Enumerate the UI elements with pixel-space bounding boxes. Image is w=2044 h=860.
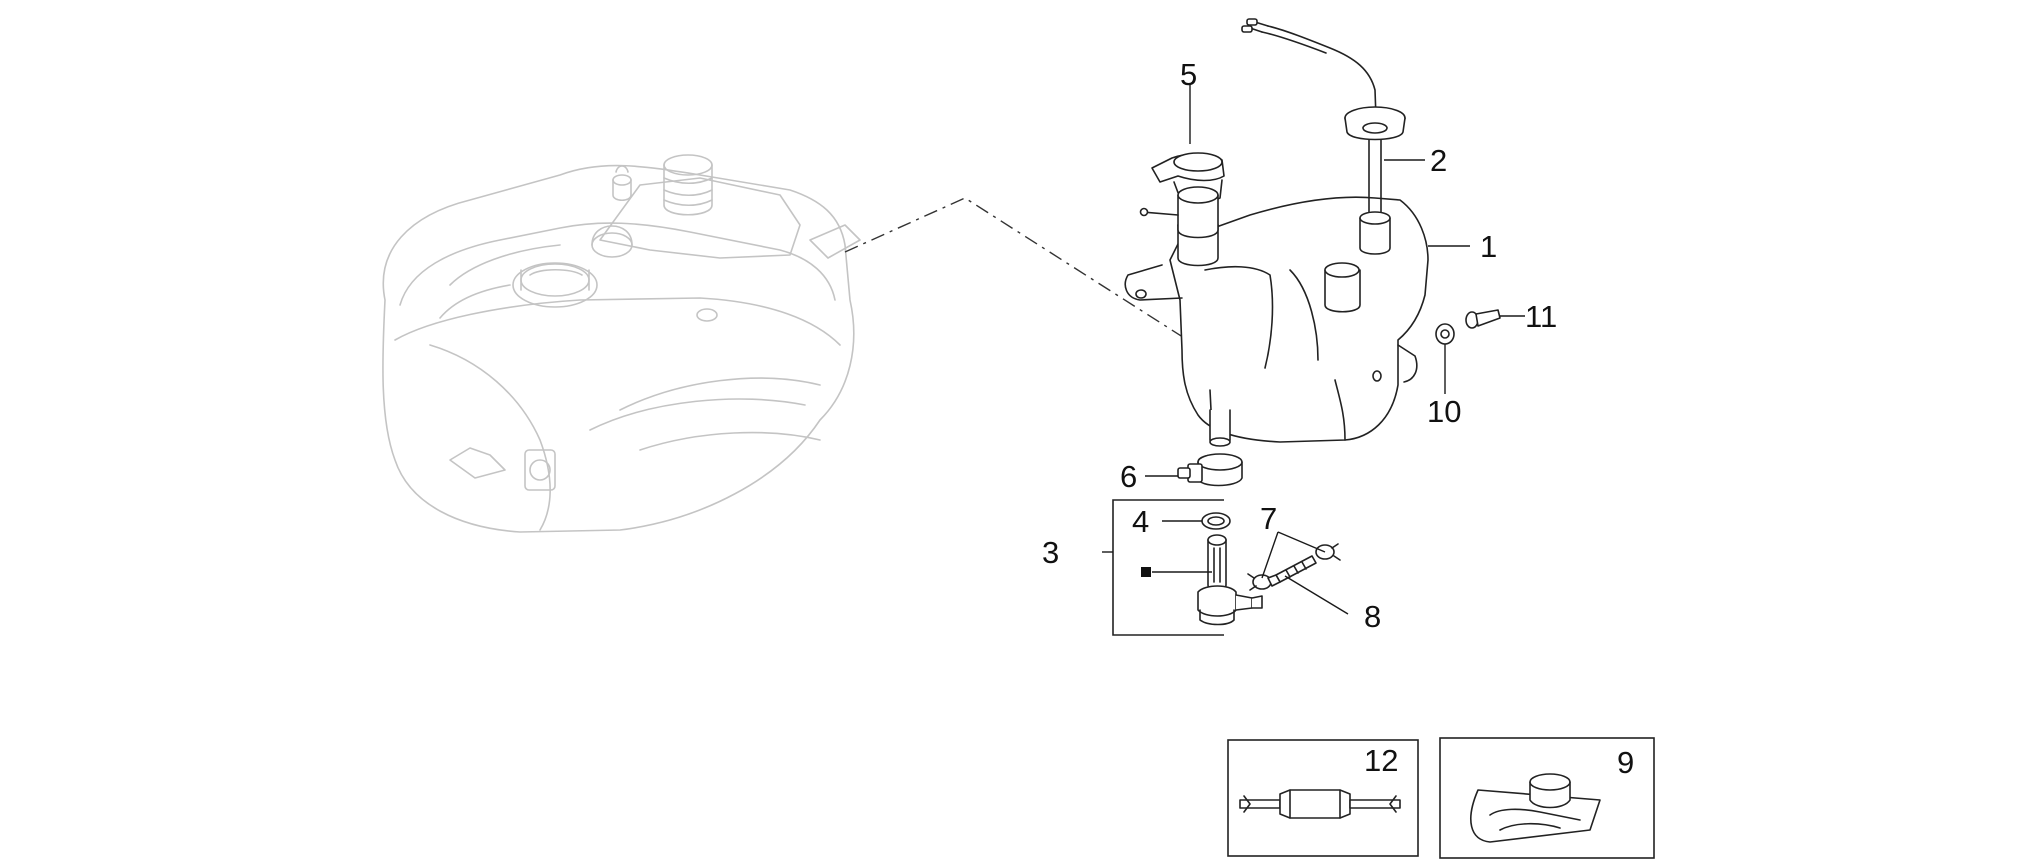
part-12-inline-filter <box>1239 789 1401 819</box>
part-6-hose-clamp <box>1177 453 1243 487</box>
callout-8: 8 <box>1364 599 1381 634</box>
callout-6: 6 <box>1120 459 1137 494</box>
part-8-hose-connector <box>1267 555 1317 587</box>
callout-4: 4 <box>1132 504 1149 539</box>
callout-2: 2 <box>1430 143 1447 178</box>
part-4-o-ring <box>1201 512 1231 530</box>
assembly-bracket <box>1112 499 1224 636</box>
callout-11: 11 <box>1525 299 1557 334</box>
part-5-filler-cap <box>1139 152 1225 239</box>
part-9-clip-nut <box>1470 773 1601 843</box>
inset-box-9 <box>1439 737 1655 859</box>
part-7-small-clamps <box>1247 543 1341 591</box>
callout-1: 1 <box>1480 229 1497 264</box>
callout-12: 12 <box>1364 743 1398 778</box>
part-3-tap-assembly <box>1197 534 1263 626</box>
callout-10: 10 <box>1427 394 1461 429</box>
callout-labels: 1 2 3 4 5 6 7 8 9 10 11 12 <box>1042 57 1634 780</box>
filter-marker <box>1141 567 1151 577</box>
callout-9: 9 <box>1617 745 1634 780</box>
leader-lines <box>1102 84 1525 615</box>
part-10-washer <box>1435 323 1455 345</box>
callout-5: 5 <box>1180 57 1197 92</box>
ghost-fuel-tank <box>382 154 861 533</box>
part-11-screw <box>1465 309 1501 329</box>
callout-3: 3 <box>1042 535 1059 570</box>
part-2-level-sensor <box>1241 18 1406 255</box>
inset-box-12 <box>1227 739 1419 857</box>
callout-7: 7 <box>1260 501 1277 536</box>
